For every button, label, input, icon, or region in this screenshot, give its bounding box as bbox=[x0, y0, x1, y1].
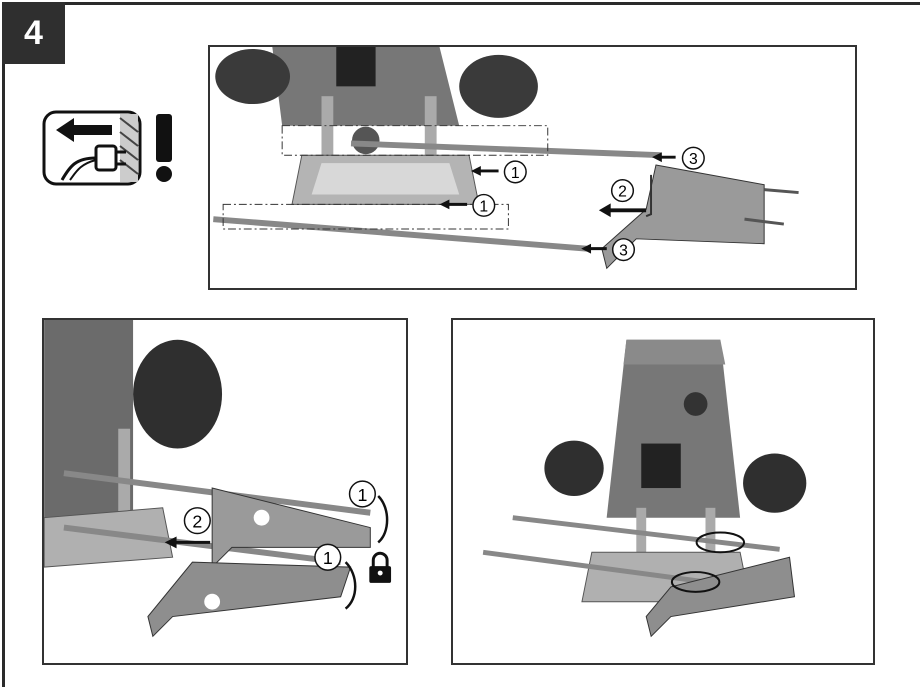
bottom-right-illustration bbox=[482, 339, 807, 638]
callout-top-1a: 1 bbox=[503, 160, 527, 184]
callout-top-1b: 1 bbox=[472, 193, 496, 217]
unplug-warning bbox=[40, 108, 190, 188]
padlock-icon bbox=[369, 551, 392, 583]
svg-text:2: 2 bbox=[192, 512, 202, 532]
unplug-warning-icon bbox=[42, 110, 172, 186]
exclamation-icon bbox=[156, 114, 172, 182]
svg-text:2: 2 bbox=[618, 184, 627, 201]
top-illustration-panel: 1 1 3 2 3 bbox=[208, 45, 857, 290]
callout-top-3a: 3 bbox=[681, 146, 705, 170]
callout-bl-2: 2 bbox=[183, 507, 211, 535]
top-illustration: 1 1 3 2 3 bbox=[213, 47, 799, 270]
svg-text:1: 1 bbox=[357, 485, 367, 505]
svg-text:1: 1 bbox=[511, 165, 520, 182]
callout-bl-1a: 1 bbox=[348, 480, 376, 508]
callout-bl-1b: 1 bbox=[314, 543, 342, 571]
bottom-right-illustration-panel bbox=[451, 318, 875, 665]
svg-text:3: 3 bbox=[689, 151, 698, 168]
svg-text:1: 1 bbox=[323, 548, 333, 568]
step-number-badge: 4 bbox=[2, 2, 65, 64]
bottom-left-illustration: 1 1 2 bbox=[44, 320, 392, 638]
callout-top-2: 2 bbox=[610, 179, 635, 203]
svg-text:3: 3 bbox=[619, 243, 628, 260]
callout-top-3b: 3 bbox=[611, 238, 636, 262]
bottom-left-illustration-panel: 1 1 2 bbox=[42, 318, 408, 665]
svg-text:1: 1 bbox=[479, 198, 488, 215]
